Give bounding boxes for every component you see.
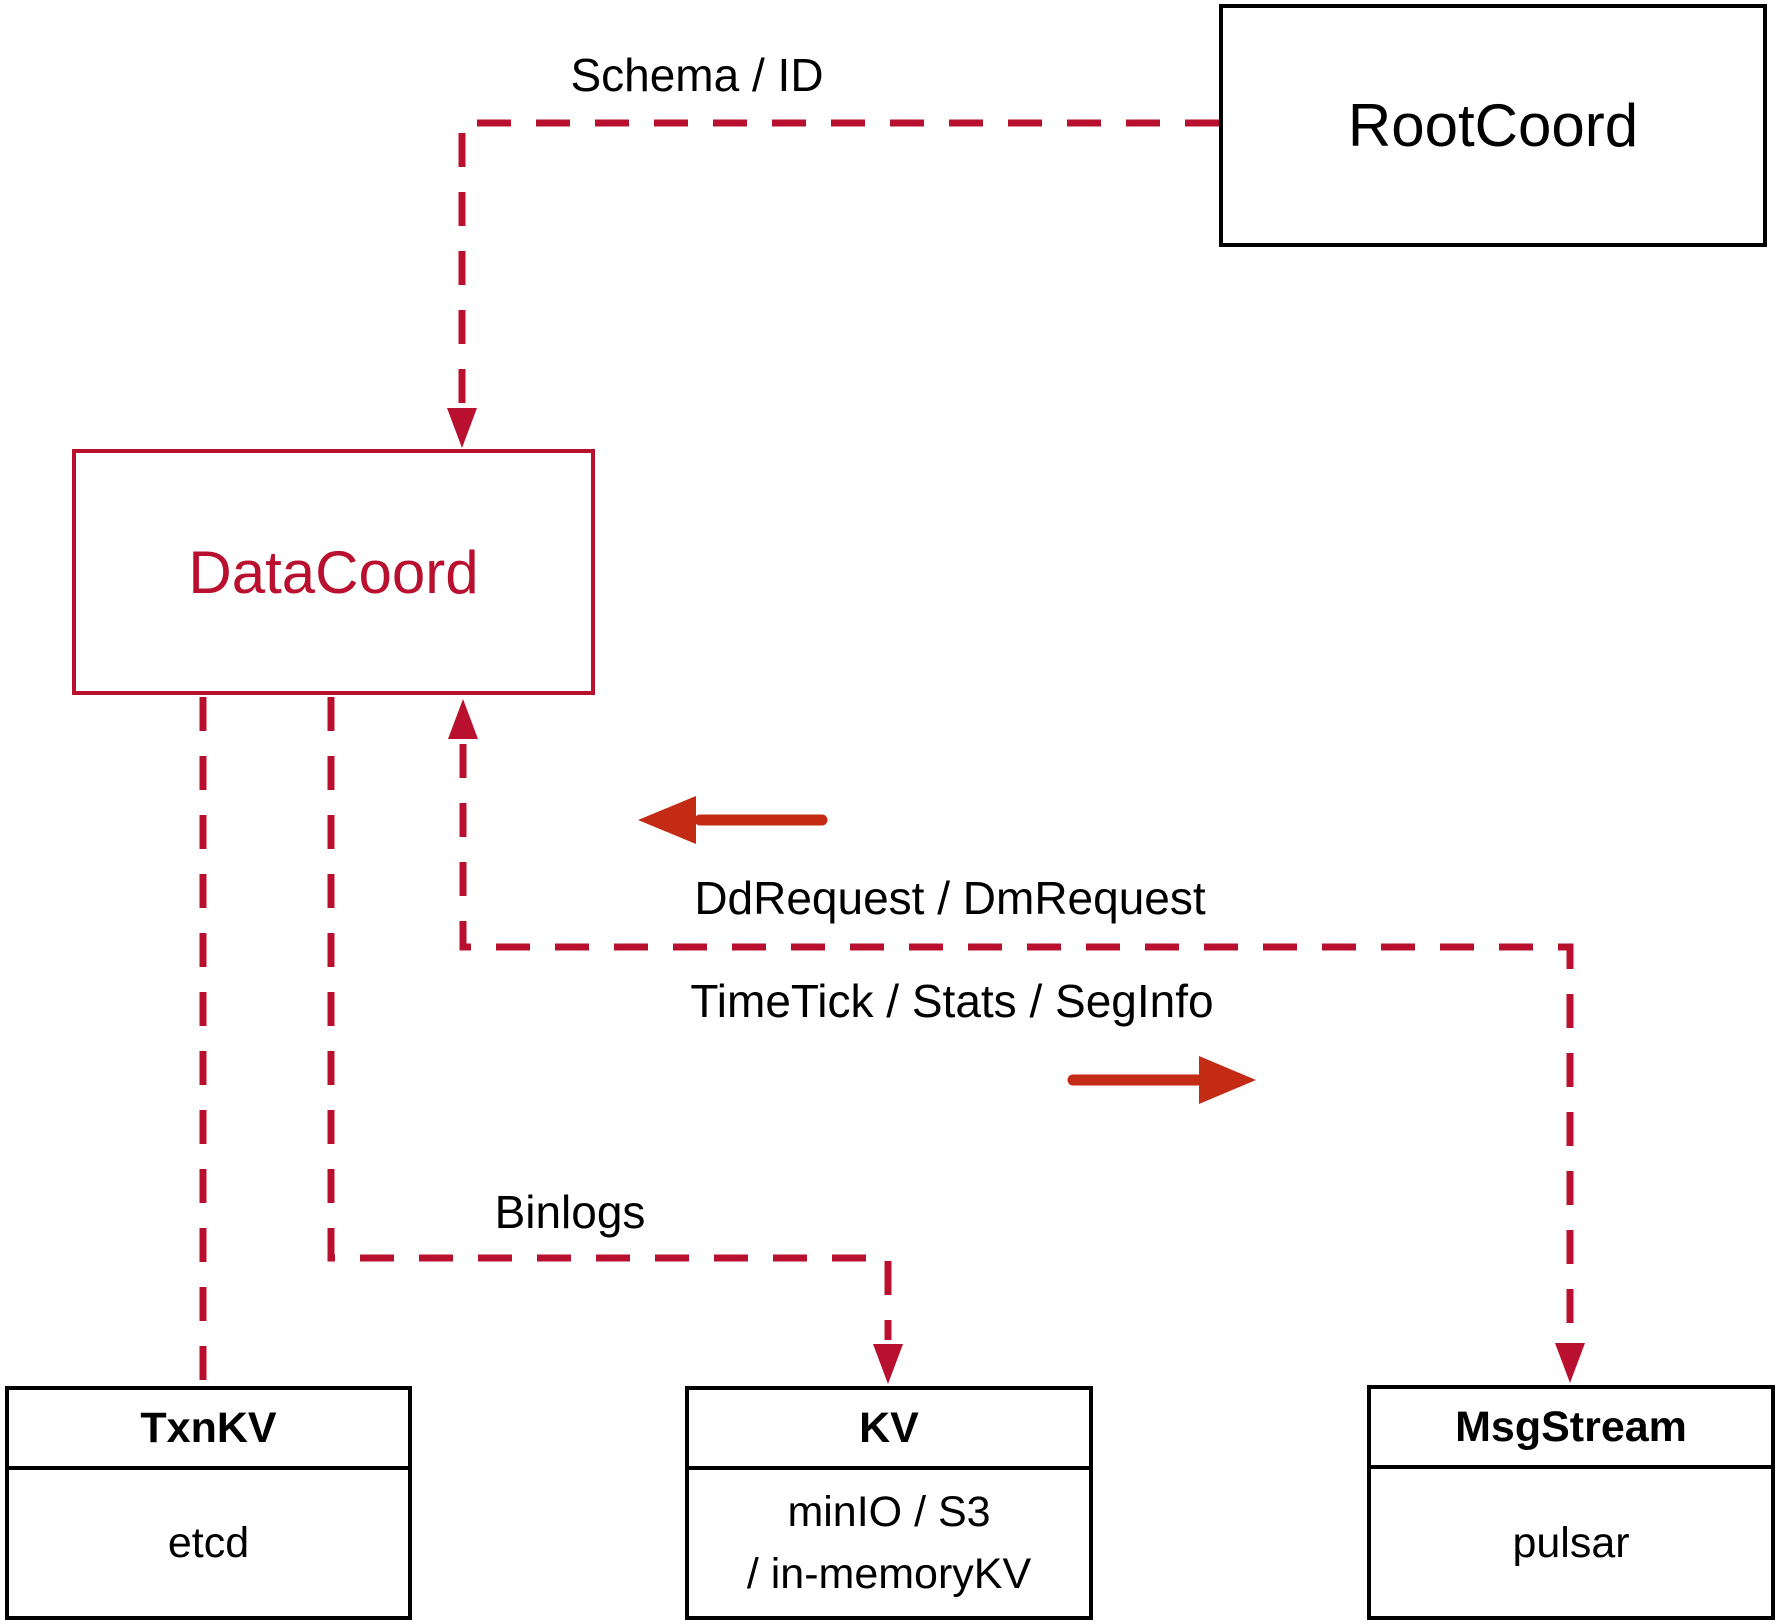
arrowhead-into-datacoord-bottom-icon xyxy=(448,699,478,739)
datacoord-label: DataCoord xyxy=(188,538,479,606)
rootcoord-node: RootCoord xyxy=(1219,4,1767,247)
timetick-stats-seginfo-label: TimeTick / Stats / SegInfo xyxy=(690,975,1214,1027)
msgstream-title: MsgStream xyxy=(1371,1389,1771,1469)
kv-body-line2: / in-memoryKV xyxy=(746,1550,1032,1598)
schema-id-label: Schema / ID xyxy=(570,49,824,101)
kv-node: KV minIO / S3 / in-memoryKV xyxy=(685,1386,1093,1620)
left-arrow-head xyxy=(638,796,696,844)
outgoing-flow-arrow-right-icon xyxy=(1067,1056,1256,1104)
txnkv-node: TxnKV etcd xyxy=(5,1386,412,1620)
binlogs-label: Binlogs xyxy=(494,1186,646,1238)
edge-datacoord-msgstream-channel xyxy=(448,699,1585,1383)
arrowhead-into-datacoord-top-icon xyxy=(447,408,477,448)
edge-datacoord-to-kv-path xyxy=(327,697,892,1340)
rootcoord-label: RootCoord xyxy=(1347,92,1639,159)
datacoord-node: DataCoord xyxy=(72,449,595,695)
arrowhead-into-kv-top-icon xyxy=(873,1344,903,1384)
arrowhead-into-msgstream-top-icon xyxy=(1555,1343,1585,1383)
txnkv-title: TxnKV xyxy=(9,1390,408,1470)
incoming-flow-arrow-left-icon xyxy=(638,796,828,844)
edge-datacoord-to-kv xyxy=(327,697,903,1384)
edge-rootcoord-to-datacoord xyxy=(447,119,1219,448)
kv-title: KV xyxy=(689,1390,1089,1470)
msgstream-body: pulsar xyxy=(1512,1518,1630,1567)
kv-body: minIO / S3 / in-memoryKV xyxy=(689,1470,1089,1616)
edge-rootcoord-to-datacoord-path xyxy=(458,119,1219,404)
edge-datacoord-msgstream-path xyxy=(459,744,1574,1339)
ddrequest-dmrequest-label: DdRequest / DmRequest xyxy=(694,872,1206,924)
msgstream-node: MsgStream pulsar xyxy=(1367,1385,1775,1620)
kv-body-line1: minIO / S3 xyxy=(787,1488,991,1536)
txnkv-body: etcd xyxy=(167,1519,250,1567)
right-arrow-head xyxy=(1199,1056,1256,1104)
